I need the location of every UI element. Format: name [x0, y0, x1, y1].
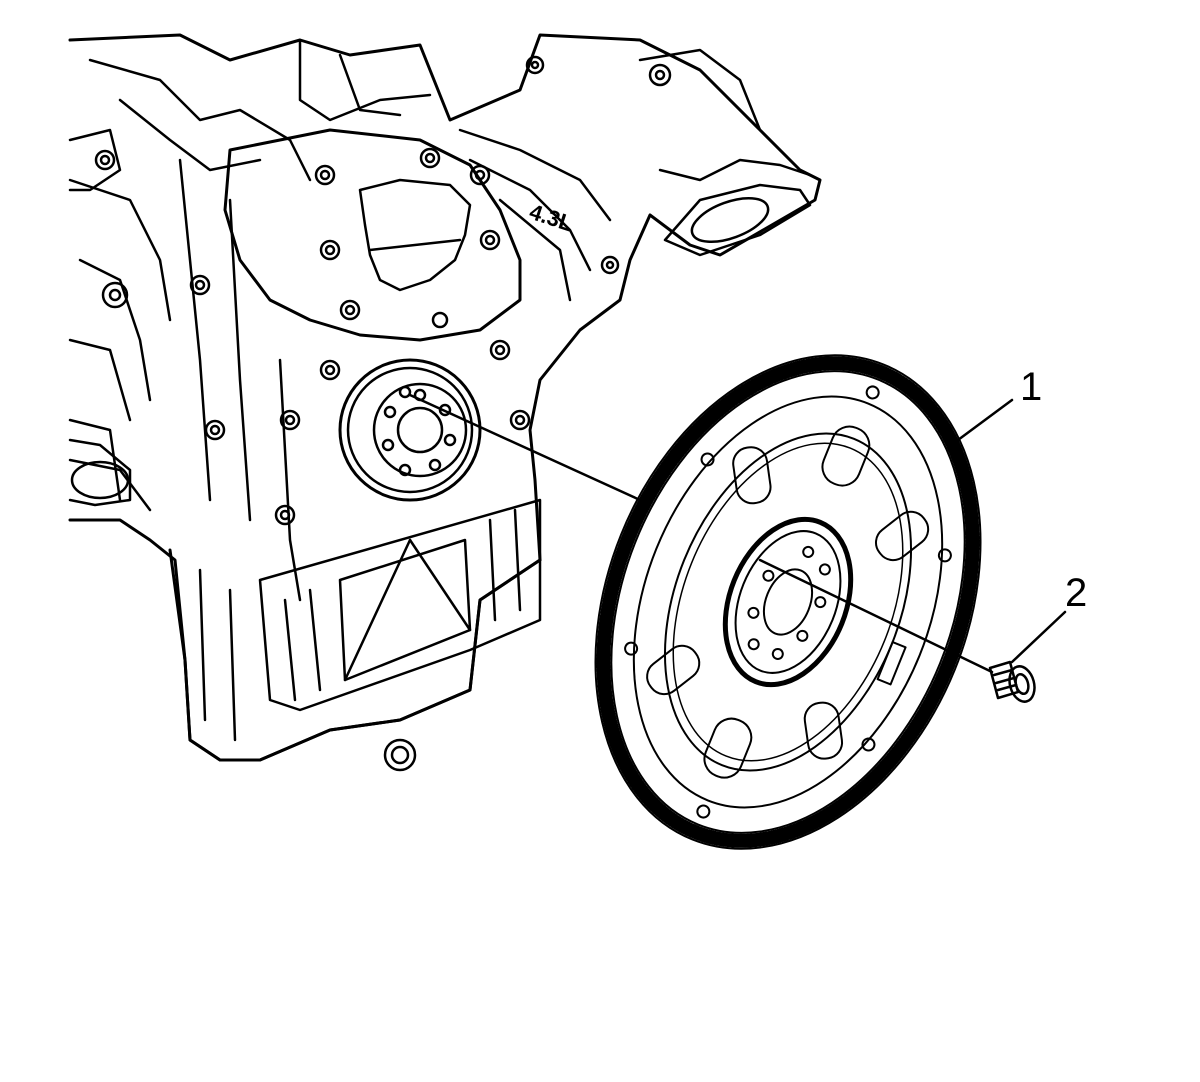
callout-label-2: 2: [1065, 571, 1087, 615]
flywheel-ring-gear: [596, 356, 980, 848]
leader-line-2: [1010, 610, 1067, 664]
leader-line-1: [956, 398, 1014, 442]
engine-block: [68, 33, 822, 772]
flywheel-bolt: [988, 660, 1036, 703]
flywheel: [594, 354, 982, 850]
alignment-line-crank-to-flywheel: [408, 393, 642, 502]
flywheel-hub: [722, 516, 854, 688]
displacement-engraving: 4.3L: [526, 199, 576, 236]
callout-label-1: 1: [1020, 365, 1042, 409]
alignment-line-bolt-axis: [758, 558, 994, 674]
